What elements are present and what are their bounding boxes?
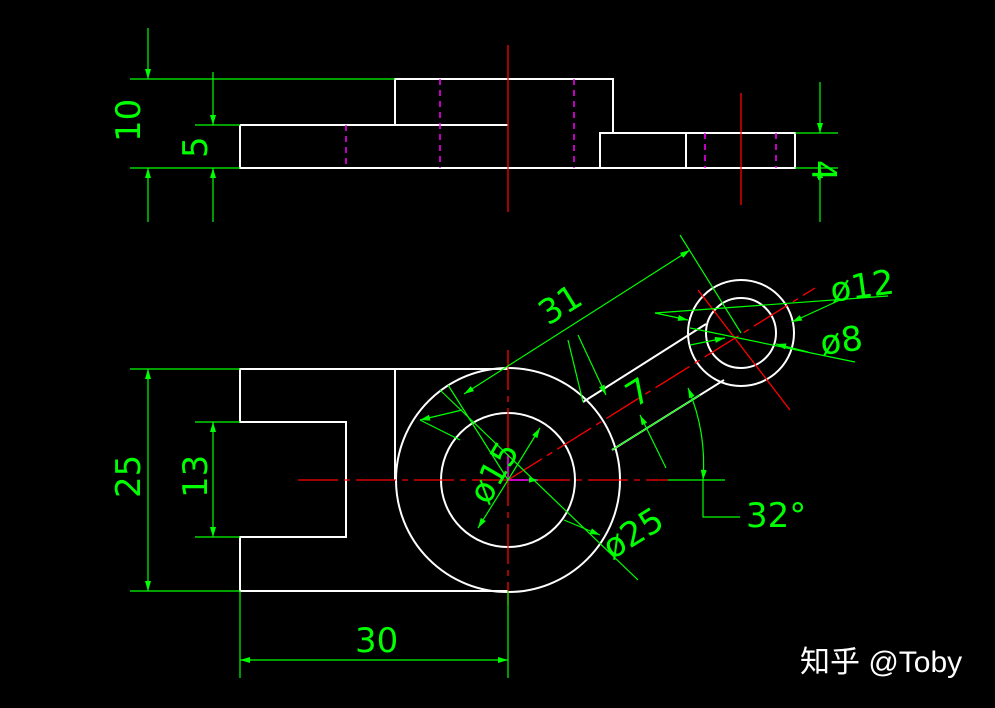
watermark-text: 知乎 @Toby bbox=[800, 646, 962, 679]
top-view bbox=[239, 78, 796, 169]
dim-text-25: 25 bbox=[109, 455, 149, 498]
dim-text-phi8: ø8 bbox=[818, 318, 866, 364]
dim-text-30: 30 bbox=[355, 621, 398, 661]
top-view-hidden-lines bbox=[345, 79, 777, 168]
dim-text-phi15: ø15 bbox=[461, 435, 528, 510]
front-view bbox=[239, 279, 795, 593]
top-view-centerlines bbox=[507, 45, 742, 212]
dim-text-phi25: ø25 bbox=[596, 500, 672, 568]
top-view-base-outline bbox=[239, 78, 796, 169]
dim-text-13: 13 bbox=[176, 455, 216, 498]
small-boss-inner bbox=[705, 297, 777, 369]
dim-text-phi12: ø12 bbox=[828, 262, 897, 311]
dim-text-10: 10 bbox=[109, 99, 149, 142]
dim-text-7: 7 bbox=[619, 370, 659, 415]
dim-text-5: 5 bbox=[176, 136, 216, 158]
dim-text-4: 4 bbox=[803, 160, 843, 182]
front-view-dimensions bbox=[130, 234, 889, 678]
dim-text-32deg: 32° bbox=[746, 496, 806, 536]
dim-text-31: 31 bbox=[532, 277, 590, 334]
top-view-dimensions bbox=[130, 28, 838, 222]
